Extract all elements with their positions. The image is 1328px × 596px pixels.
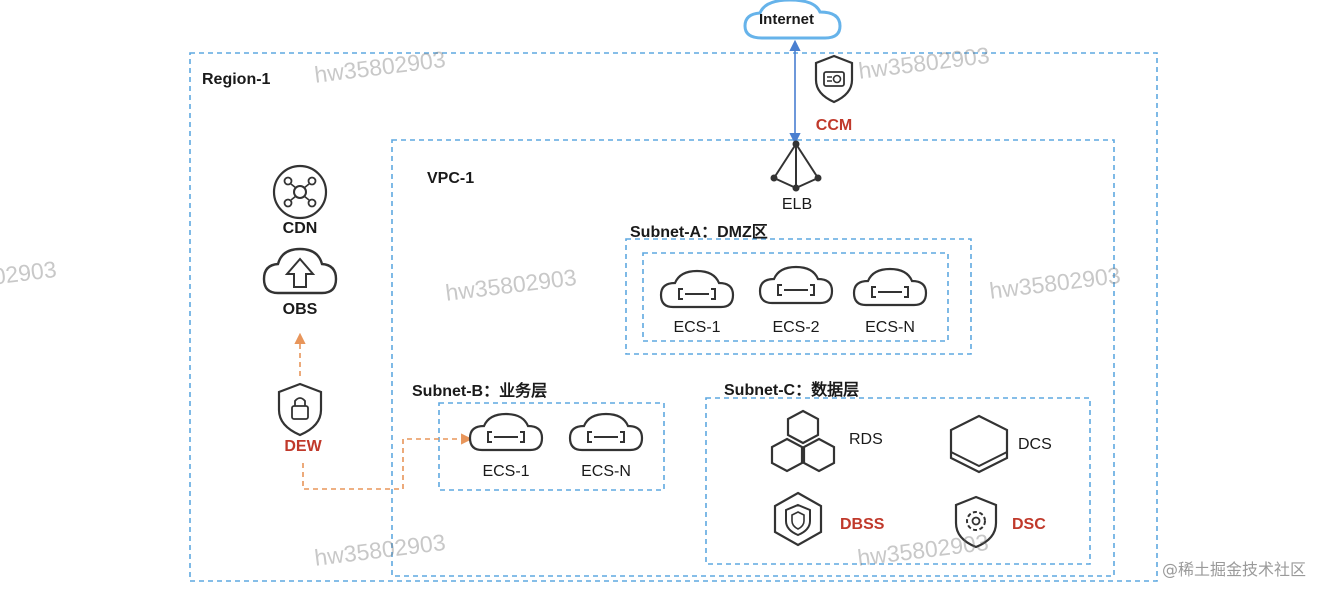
cdn-node-icon: [272, 164, 328, 220]
shield-gear-icon: [954, 495, 998, 549]
ecs-label: ECS-N: [865, 319, 915, 336]
ecs-server-icon: [468, 412, 544, 452]
cloud-upload-icon: [262, 247, 338, 295]
cdn-label: CDN: [282, 220, 318, 237]
region-box: [189, 52, 1158, 582]
internet-label: Internet: [759, 11, 815, 28]
shield-lock-icon: [277, 382, 323, 437]
subnet-a-inner-box: [642, 252, 949, 342]
footer-watermark: @稀土掘金技术社区: [1161, 560, 1306, 579]
dew-label: DEW: [284, 438, 322, 455]
ecs-server-icon: [568, 412, 644, 452]
ecs-server-icon: [852, 267, 928, 307]
load-balancer-icon: [770, 140, 822, 192]
dew-subnet-b-flow: [302, 433, 473, 490]
rds-label: RDS: [849, 431, 883, 448]
ecs-label: ECS-N: [581, 463, 631, 480]
subnet-a-label: Subnet-A：DMZ区: [630, 224, 768, 241]
ecs-label: ECS-1: [482, 463, 530, 480]
vpc-box: [391, 139, 1115, 577]
region-label: Region-1: [202, 71, 271, 88]
subnet-b-box: [438, 402, 665, 491]
subnet-b-label: Subnet-B：业务层: [412, 383, 548, 400]
ecs-server-icon: [758, 265, 834, 305]
elb-label: ELB: [781, 196, 813, 213]
ccm-label: CCM: [815, 117, 853, 134]
dcs-label: DCS: [1018, 436, 1052, 453]
ecs-label: ECS-1: [673, 319, 721, 336]
vpc-label: VPC-1: [427, 170, 475, 187]
hexagon-stack-icon: [949, 414, 1009, 474]
ecs-server-icon: [659, 269, 735, 309]
dsc-label: DSC: [1012, 516, 1046, 533]
ecs-label: ECS-2: [772, 319, 820, 336]
hexagon-cluster-icon: [770, 409, 836, 473]
hexagon-shield-icon: [773, 491, 823, 547]
subnet-c-box: [705, 397, 1091, 565]
internet-cloud-icon: [743, 0, 842, 40]
subnet-a-outer-box: [625, 238, 972, 355]
obs-label: OBS: [282, 301, 318, 318]
subnet-c-label: Subnet-C：数据层: [724, 382, 860, 399]
dbss-label: DBSS: [840, 516, 885, 533]
shield-certificate-icon: [814, 54, 854, 104]
